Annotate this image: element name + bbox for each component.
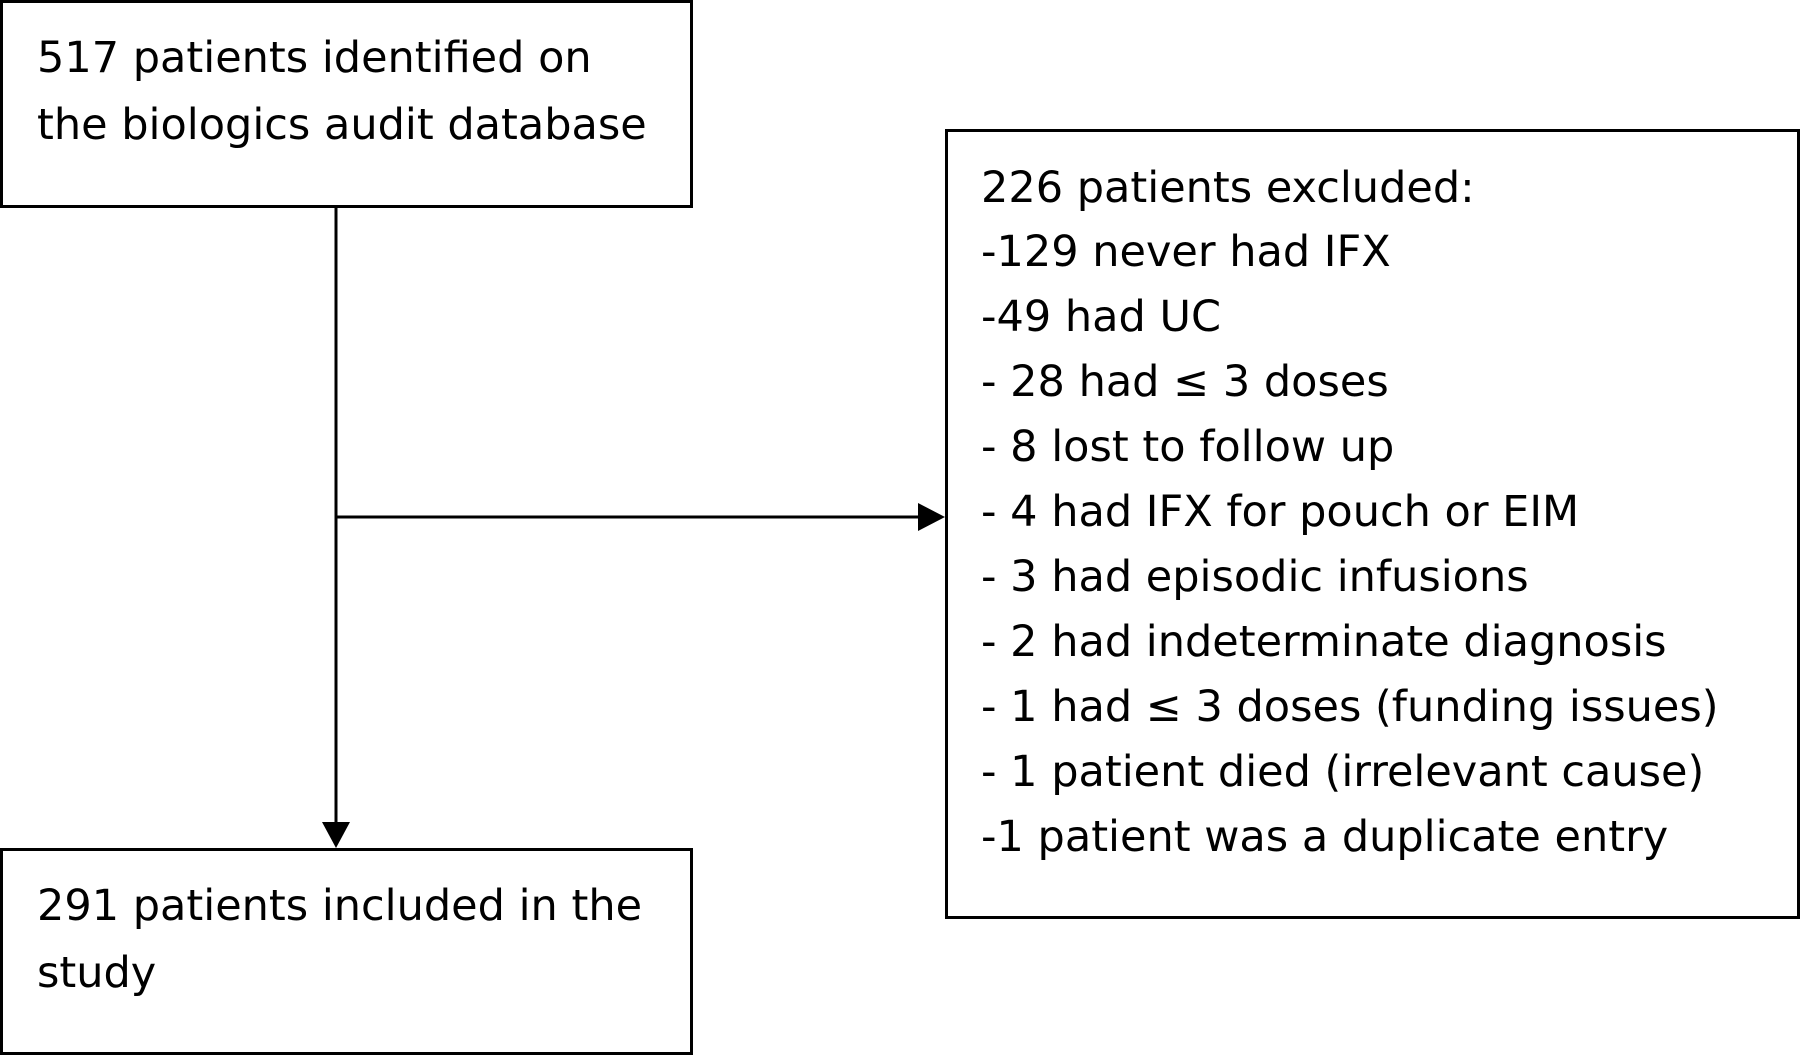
included-patients-text: 291 patients included in the study xyxy=(37,881,643,998)
right-arrowhead xyxy=(918,503,945,531)
identified-patients-box: 517 patients identified on the biologics… xyxy=(0,0,693,208)
included-patients-box: 291 patients included in the study xyxy=(0,848,693,1055)
excluded-patients-box: 226 patients excluded: -129 never had IF… xyxy=(945,129,1800,919)
exclusion-reason: - 3 had episodic infusions xyxy=(981,552,1529,602)
exclusion-reason: - 1 patient died (irrelevant cause) xyxy=(981,747,1705,797)
exclusion-reason: - 1 had ≤ 3 doses (funding issues) xyxy=(981,682,1719,732)
exclusion-reasons-list: -129 never had IFX -49 had UC - 28 had ≤… xyxy=(981,220,1777,870)
excluded-patients-title: 226 patients excluded: xyxy=(981,163,1475,213)
exclusion-reason: -49 had UC xyxy=(981,292,1221,342)
exclusion-reason: -129 never had IFX xyxy=(981,227,1391,277)
exclusion-reason: - 4 had IFX for pouch or EIM xyxy=(981,487,1580,537)
exclusion-reason: - 2 had indeterminate diagnosis xyxy=(981,617,1667,667)
identified-patients-text: 517 patients identified on the biologics… xyxy=(37,33,647,150)
exclusion-reason: -1 patient was a duplicate entry xyxy=(981,812,1669,862)
exclusion-reason: - 28 had ≤ 3 doses xyxy=(981,357,1389,407)
down-arrowhead xyxy=(322,822,350,848)
exclusion-reason: - 8 lost to follow up xyxy=(981,422,1395,472)
